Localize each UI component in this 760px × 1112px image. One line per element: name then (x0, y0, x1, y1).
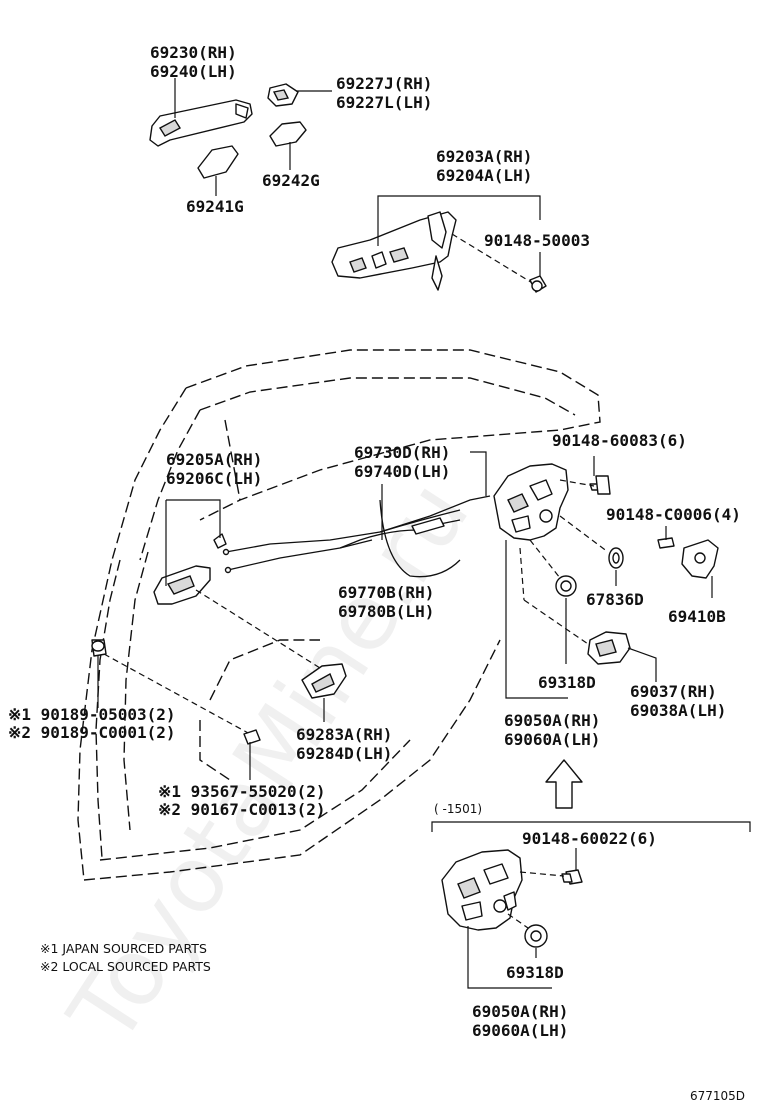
screw-93567-55020[interactable] (243, 729, 261, 745)
label-69060a: 69060A(LH) (504, 730, 600, 749)
label-69283a: 69283A(RH) (296, 725, 392, 744)
screw-90148-60022[interactable] (561, 869, 583, 885)
label-69318d-early: 69318D (506, 963, 564, 982)
diagram-code: 677105D (690, 1089, 745, 1103)
part-labels: 69230(RH) 69240(LH) 69227J(RH) 69227L(LH… (8, 43, 741, 1040)
label-69284d: 69284D(LH) (296, 744, 392, 763)
label-69740d: 69740D(LH) (354, 462, 450, 481)
cable-69770b[interactable] (339, 499, 461, 578)
up-arrow-icon (545, 759, 583, 809)
label-69730d: 69730D(RH) (354, 443, 450, 462)
label-69230: 69230(RH) (150, 43, 237, 62)
label-69050a-early: 69050A(RH) (472, 1002, 568, 1021)
label-90167-c0013: ※2 90167-C0013(2) (158, 800, 326, 819)
label-67836d: 67836D (586, 590, 644, 609)
door-lock-69050a[interactable] (493, 463, 569, 541)
pull-handle-69283a[interactable] (301, 663, 347, 699)
door-outline (77, 349, 601, 881)
label-90148-50003: 90148-50003 (484, 231, 590, 250)
label-69203a: 69203A(RH) (436, 147, 532, 166)
source-notes: ※1 JAPAN SOURCED PARTS ※2 LOCAL SOURCED … (40, 941, 211, 974)
label-69227j: 69227J(RH) (336, 74, 432, 93)
handle-frame-69203a[interactable] (331, 211, 457, 291)
label-69227l: 69227L(LH) (336, 93, 432, 112)
screw-90148-60083[interactable] (589, 475, 611, 495)
grommet-67836d[interactable] (608, 547, 624, 569)
label-69204a: 69204A(LH) (436, 166, 532, 185)
washer-69318d[interactable] (555, 575, 577, 597)
cable-69730d[interactable] (222, 495, 491, 574)
handle-cap-69227[interactable] (267, 83, 299, 107)
label-90189-05003: ※1 90189-05003(2) (8, 705, 176, 724)
label-93567-55020: ※1 93567-55020(2) (158, 782, 326, 801)
label-69038a: 69038A(LH) (630, 701, 726, 720)
label-69410b: 69410B (668, 607, 726, 626)
label-69318d: 69318D (538, 673, 596, 692)
outside-handle-69230[interactable] (149, 99, 253, 147)
date-range-label: ( -1501) (434, 802, 482, 816)
inside-handle-69205a[interactable] (153, 533, 227, 605)
label-69060a-early: 69060A(LH) (472, 1021, 568, 1040)
handle-pad-69241g[interactable] (197, 145, 239, 179)
note-japan-sourced: ※1 JAPAN SOURCED PARTS (40, 941, 207, 956)
date-bracket (431, 821, 751, 832)
clip-90189[interactable] (91, 639, 107, 657)
label-69780b: 69780B(LH) (338, 602, 434, 621)
bracket-69037[interactable] (587, 631, 631, 665)
label-69770b: 69770B(RH) (338, 583, 434, 602)
label-69242g: 69242G (262, 171, 320, 190)
label-90148-60083: 90148-60083(6) (552, 431, 687, 450)
label-69241g: 69241G (186, 197, 244, 216)
screw-90148-c0006[interactable] (657, 537, 675, 549)
note-local-sourced: ※2 LOCAL SOURCED PARTS (40, 959, 211, 974)
striker-69410b[interactable] (681, 539, 719, 579)
label-90189-c0001: ※2 90189-C0001(2) (8, 723, 176, 742)
label-69206c: 69206C(LH) (166, 469, 262, 488)
label-69037: 69037(RH) (630, 682, 717, 701)
label-90148-c0006: 90148-C0006(4) (606, 505, 741, 524)
label-69205a: 69205A(RH) (166, 450, 262, 469)
label-69050a: 69050A(RH) (504, 711, 600, 730)
handle-pad-69242g[interactable] (269, 121, 307, 147)
bolt-90148-50003[interactable] (529, 275, 547, 293)
label-69240: 69240(LH) (150, 62, 237, 81)
door-lock-69050a-early[interactable] (441, 849, 523, 931)
label-90148-60022: 90148-60022(6) (522, 829, 657, 848)
washer-69318d-early[interactable] (524, 924, 548, 948)
